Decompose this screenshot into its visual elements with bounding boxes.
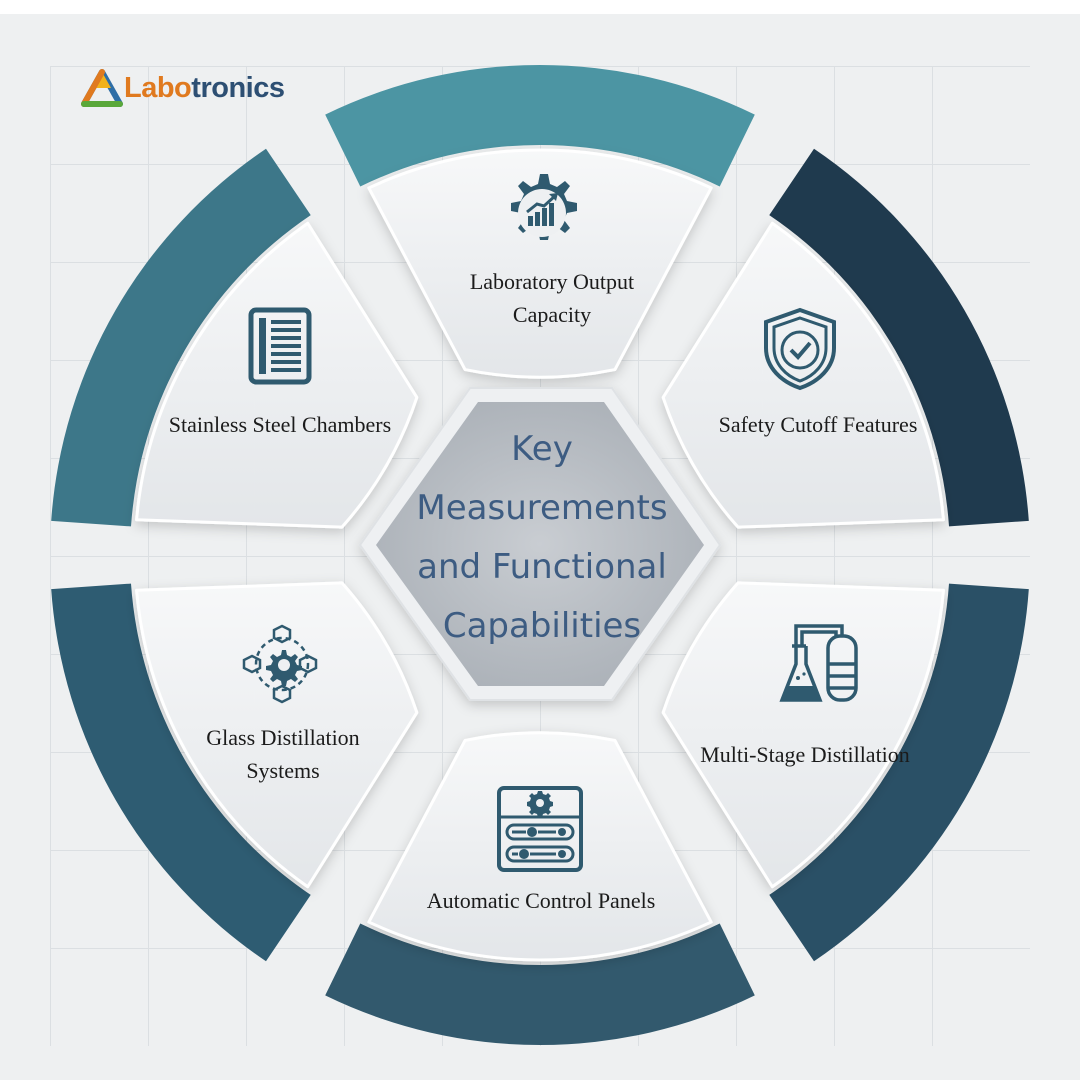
label-laboratory-output-capacity: Laboratory Output Capacity: [469, 269, 635, 327]
gear-growth-chart-icon: [511, 174, 577, 240]
center-title: Key Measurements and Functional Capabili…: [416, 429, 668, 646]
top-strip: [0, 0, 1080, 14]
shield-check-icon: [764, 307, 836, 391]
segment-panel-6: [135, 221, 419, 529]
segment-panel-2: [661, 221, 945, 529]
center-hexagon-inner: [376, 402, 704, 686]
label-automatic-control-panels: Automatic Control Panels: [426, 888, 656, 913]
distillation-flask-icon: [779, 624, 858, 702]
label-multi-stage-distillation: Multi-Stage Distillation: [700, 742, 910, 767]
gear-network-icon: [242, 624, 318, 704]
ring-arc-4: [325, 923, 755, 1045]
ring-arc-3: [769, 583, 1029, 962]
ring-arc-5: [51, 583, 311, 962]
label-safety-cutoff-features: Safety Cutoff Features: [718, 412, 918, 437]
logo-wordmark: Labotronics: [124, 71, 285, 104]
segment-panel-5: [135, 581, 419, 889]
ring-arc-2: [769, 148, 1029, 527]
label-glass-distillation-systems: Glass Distillation Systems: [206, 725, 360, 783]
segment-panel-3: [661, 581, 945, 889]
document-list-icon: [248, 307, 312, 385]
ring-arc-6: [51, 148, 311, 527]
brand-logo: Labotronics: [80, 66, 285, 110]
segment-panel-1: [367, 148, 713, 379]
label-stainless-steel-chambers: Stainless Steel Chambers: [168, 412, 392, 437]
logo-triangle-icon: [81, 69, 123, 107]
ring-arc-1: [325, 65, 755, 187]
control-panel-sliders-icon: [497, 786, 583, 872]
